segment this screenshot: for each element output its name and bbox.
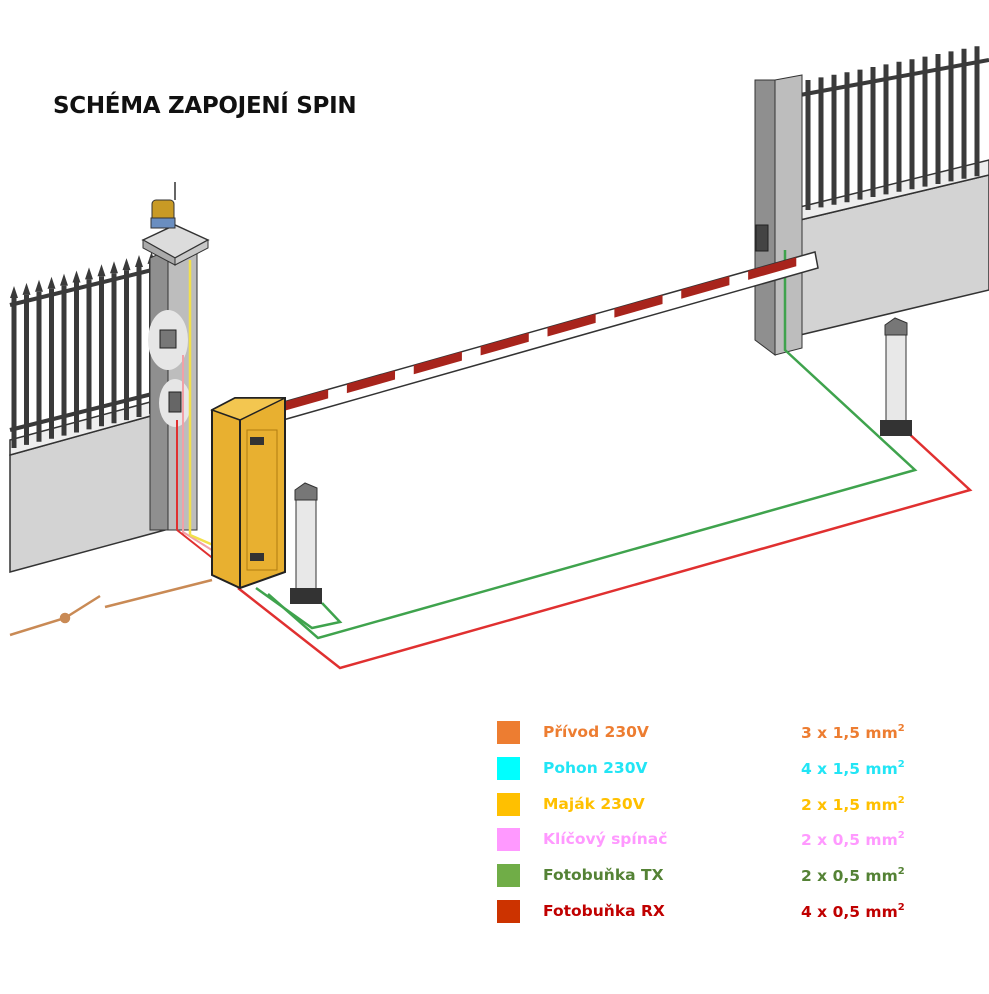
cable-size: 2 x 0,5 mm <box>801 831 898 850</box>
photocell-wall-left <box>159 379 191 427</box>
left-fence <box>9 251 166 573</box>
legend-swatch <box>497 900 520 923</box>
diagram-title: SCHÉMA ZAPOJENÍ SPIN <box>53 93 357 119</box>
barrier-cabinet <box>210 397 286 590</box>
boom-stripe <box>480 332 529 356</box>
legend-label: Přívod 230V <box>543 723 649 741</box>
supply-wire-switch <box>9 578 213 637</box>
legend-item: Fotobuňka TX 2 x 0,5 mm2 <box>497 864 917 888</box>
legend-item: Maják 230V 2 x 1,5 mm2 <box>497 792 917 817</box>
legend-value: 2 x 1,5 mm2 <box>801 795 905 814</box>
boom-stripe <box>413 351 462 375</box>
photocell-post-left <box>290 482 322 604</box>
legend-label: Klíčový spínač <box>543 830 668 849</box>
left-pillar <box>141 224 210 531</box>
boom-stripe <box>280 389 329 412</box>
cable-size: 3 x 1,5 mm <box>801 724 898 742</box>
cable-size: 2 x 0,5 mm <box>801 867 898 886</box>
superscript: 2 <box>897 794 905 806</box>
boom-stripe <box>547 313 596 337</box>
legend-value: 4 x 0,5 mm2 <box>801 902 905 921</box>
key-switch <box>148 310 188 370</box>
boom-stripe <box>346 370 396 394</box>
legend-label: Maják 230V <box>543 794 645 813</box>
legend-item: Pohon 230V 4 x 1,5 mm2 <box>497 756 917 781</box>
boom-stripe <box>614 295 663 318</box>
legend-value: 2 x 0,5 mm2 <box>801 830 905 849</box>
photocell-post-right <box>880 317 912 436</box>
cable-size: 2 x 1,5 mm <box>801 795 898 814</box>
legend-item: Klíčový spínač 2 x 0,5 mm2 <box>497 828 917 852</box>
cable-size: 4 x 0,5 mm <box>801 903 898 921</box>
boom-stripe <box>748 257 797 280</box>
legend-value: 3 x 1,5 mm2 <box>801 723 905 742</box>
cable-size: 4 x 1,5 mm <box>801 759 898 778</box>
legend-swatch <box>497 756 520 780</box>
superscript: 2 <box>897 830 905 842</box>
legend-swatch <box>497 828 520 852</box>
legend-value: 4 x 1,5 mm2 <box>801 759 905 778</box>
legend-label: Pohon 230V <box>543 758 648 777</box>
superscript: 2 <box>897 866 905 878</box>
superscript: 2 <box>897 902 905 913</box>
right-pillar <box>754 74 803 356</box>
right-fence <box>799 46 989 336</box>
beacon-lamp <box>150 182 176 229</box>
legend-label: Fotobuňka RX <box>543 902 665 920</box>
barrier-boom <box>279 251 819 421</box>
legend-label: Fotobuňka TX <box>543 866 664 885</box>
legend-value: 2 x 0,5 mm2 <box>801 866 905 885</box>
legend-swatch <box>497 721 520 744</box>
boom-stripe <box>681 276 730 299</box>
legend-swatch <box>497 792 520 816</box>
legend-item: Fotobuňka RX 4 x 0,5 mm2 <box>497 900 917 924</box>
legend-item: Přívod 230V 3 x 1,5 mm2 <box>497 721 917 745</box>
legend-swatch <box>497 864 520 888</box>
superscript: 2 <box>897 758 905 770</box>
superscript: 2 <box>897 723 905 734</box>
